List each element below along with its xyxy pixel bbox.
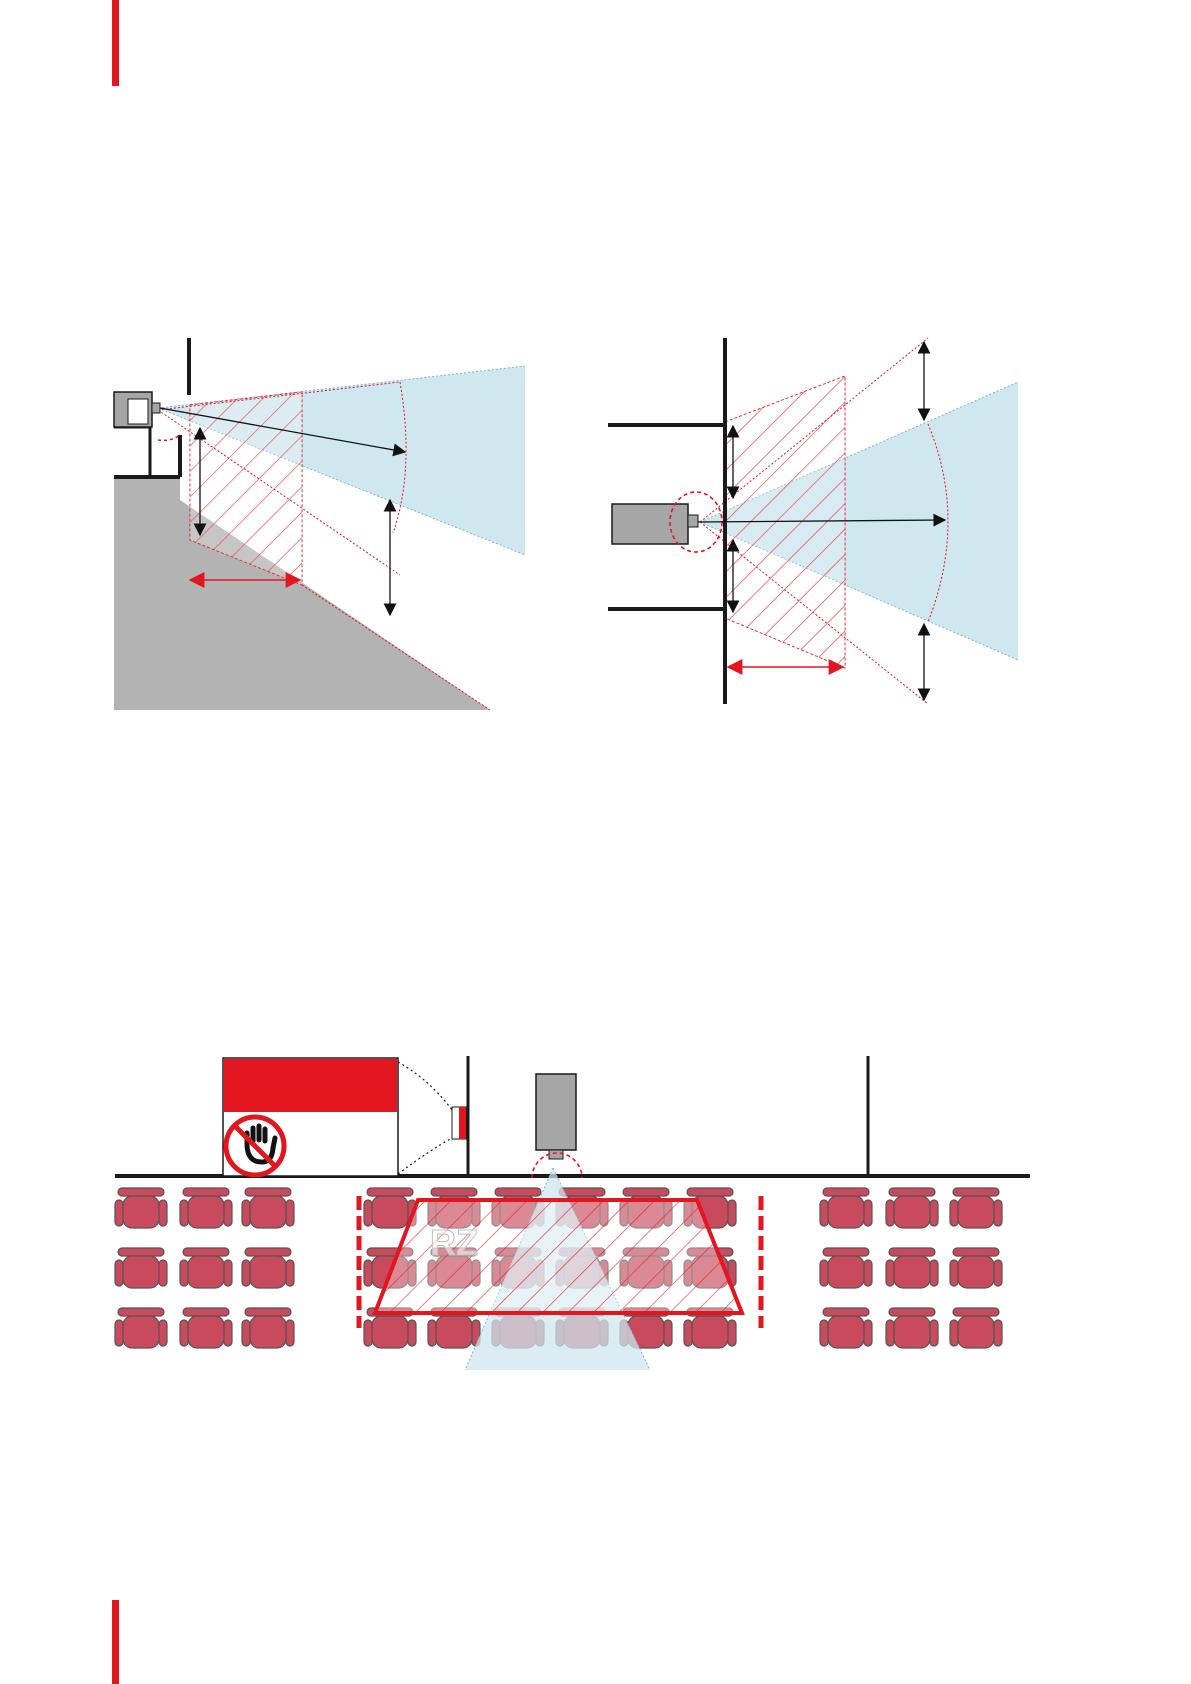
no-touch-hand-icon — [226, 1117, 284, 1175]
seat — [242, 1188, 294, 1228]
seat — [115, 1188, 167, 1228]
seat — [115, 1248, 167, 1288]
page-accent-bar-bottom — [112, 1600, 119, 1684]
theater-diagram: RZ — [0, 1040, 1191, 1370]
seat — [950, 1188, 1002, 1228]
seat — [115, 1308, 167, 1348]
seat — [950, 1248, 1002, 1288]
seat — [886, 1188, 938, 1228]
top-view-diagram — [0, 330, 1191, 710]
projector-top-icon — [612, 504, 688, 544]
seat — [886, 1248, 938, 1288]
seat — [242, 1248, 294, 1288]
seat — [820, 1248, 872, 1288]
seat — [180, 1248, 232, 1288]
page-accent-bar-top — [112, 0, 119, 86]
seat — [180, 1188, 232, 1228]
seat — [820, 1308, 872, 1348]
seat — [180, 1308, 232, 1348]
seat — [242, 1308, 294, 1348]
projector-theater-icon — [536, 1074, 576, 1150]
seat — [950, 1308, 1002, 1348]
seat — [886, 1308, 938, 1348]
restricted-zone-label: RZ — [430, 1222, 478, 1263]
warning-sign — [223, 1058, 466, 1176]
seat — [820, 1188, 872, 1228]
